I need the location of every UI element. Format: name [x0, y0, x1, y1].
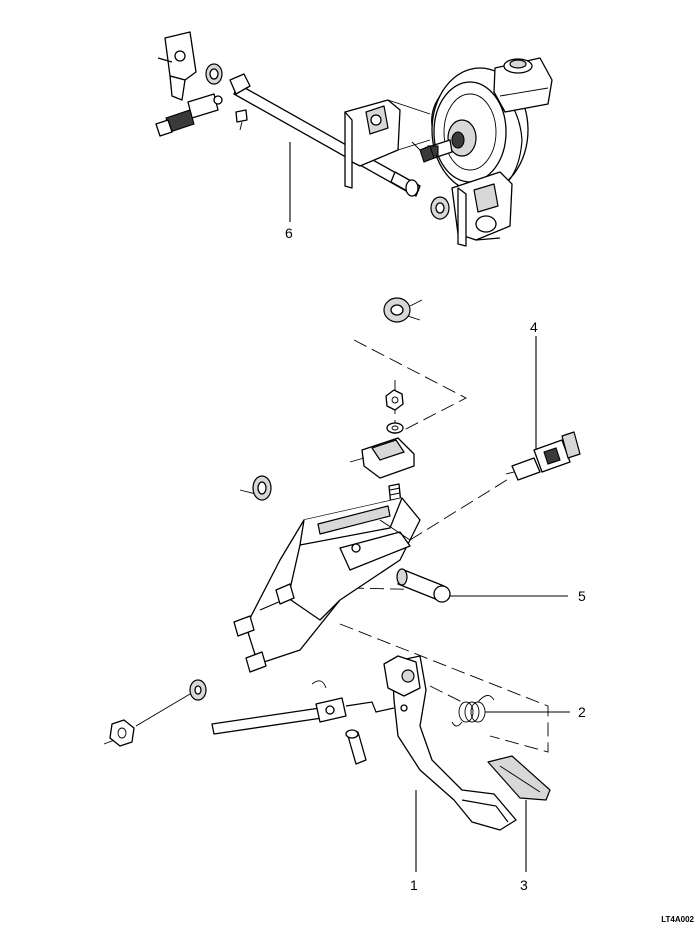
brake-light-switch	[505, 431, 581, 481]
washer-axis	[135, 693, 191, 727]
bracket-studs	[233, 583, 295, 673]
pedal-pad	[487, 755, 551, 801]
brake-pedal	[383, 655, 517, 831]
lower-assembly: 4 5 1 2	[103, 297, 586, 893]
left-bushing	[205, 63, 223, 85]
callout-1: 1	[410, 877, 418, 893]
right-bracket	[451, 171, 513, 247]
small-clip	[411, 141, 435, 163]
pedal-bracket	[245, 497, 421, 665]
washer	[386, 422, 404, 434]
middle-bracket	[344, 99, 431, 189]
callout-6: 6	[285, 225, 293, 241]
return-spring	[451, 695, 495, 727]
lower-washer	[189, 679, 207, 701]
bracket-bushing	[252, 475, 272, 501]
retaining-clip	[311, 680, 327, 689]
clevis-rod	[211, 697, 395, 735]
pivot-pin	[396, 568, 451, 603]
callout-4: 4	[530, 319, 538, 335]
figure-code: LT4A002	[661, 915, 694, 924]
left-bracket	[157, 31, 197, 101]
lower-nut	[109, 719, 135, 747]
reservoir	[493, 57, 553, 113]
switch-bracket	[349, 437, 415, 479]
clevis-pin	[345, 729, 367, 765]
right-bushing	[430, 196, 450, 220]
top-bushing	[383, 297, 423, 323]
nut	[385, 389, 404, 411]
upper-assembly: 6	[155, 31, 553, 247]
callout-2: 2	[578, 704, 586, 720]
left-connector	[155, 93, 248, 137]
callout-3: 3	[520, 877, 528, 893]
callout-5: 5	[578, 588, 586, 604]
